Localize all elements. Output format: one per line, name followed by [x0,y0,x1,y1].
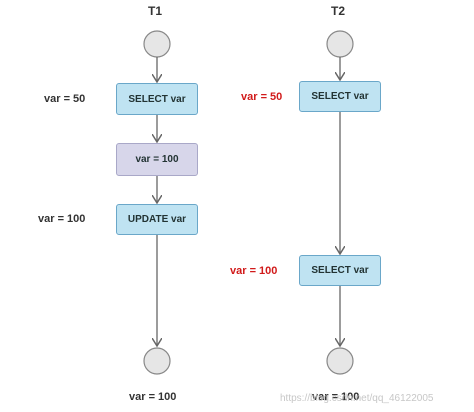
t2-end-circle [326,347,354,375]
t2-title: T2 [331,4,346,18]
t2-start-circle [326,30,354,58]
t1-update-value-label: var = 100 [38,213,86,225]
t1-select-value-label: var = 50 [44,93,86,105]
t1-end-circle [143,347,171,375]
t1-final-value-label: var = 100 [129,391,177,403]
t2-select-node-2: SELECT var [299,255,381,286]
t2-final-value-label: var = 100 [312,391,360,403]
t2-select2-value-label: var = 100 [230,265,278,277]
t2-select1-value-label: var = 50 [241,91,283,103]
t1-start-circle [143,30,171,58]
t1-update-node: UPDATE var [116,204,198,235]
watermark-text: https://blog.csdn.net/qq_46122005 [280,393,434,404]
t1-assign-node: var = 100 [116,143,198,176]
t2-select-node-1: SELECT var [299,81,381,112]
t1-select-node: SELECT var [116,83,198,115]
t1-title: T1 [148,4,163,18]
